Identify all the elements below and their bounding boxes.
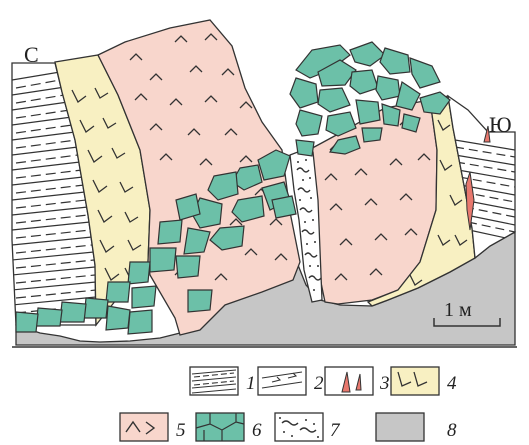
legend-number-4: 4 — [447, 373, 457, 394]
compass-north-label: С — [24, 42, 39, 67]
legend-swatch-7 — [275, 413, 323, 441]
legend: 1 2 3 4 5 6 — [120, 367, 457, 441]
legend-number-5: 5 — [176, 420, 186, 441]
legend-number-6: 6 — [252, 420, 262, 441]
legend-swatch-6 — [196, 413, 244, 441]
legend-swatch-1 — [190, 367, 238, 395]
compass-south-label: Ю — [489, 112, 512, 137]
legend-swatch-2 — [258, 367, 306, 395]
legend-number-1: 1 — [246, 373, 256, 394]
legend-number-3: 3 — [379, 373, 390, 394]
legend-number-8: 8 — [447, 420, 457, 441]
cross-section-drawing: 1 м С Ю — [12, 20, 517, 347]
scale-label: 1 м — [444, 299, 472, 321]
legend-number-2: 2 — [314, 373, 324, 394]
legend-number-7: 7 — [330, 420, 341, 441]
legend-swatch-4 — [391, 367, 439, 395]
legend-swatch-5 — [120, 413, 168, 441]
legend-swatch-3 — [325, 367, 373, 395]
legend-swatch-8 — [376, 413, 424, 441]
